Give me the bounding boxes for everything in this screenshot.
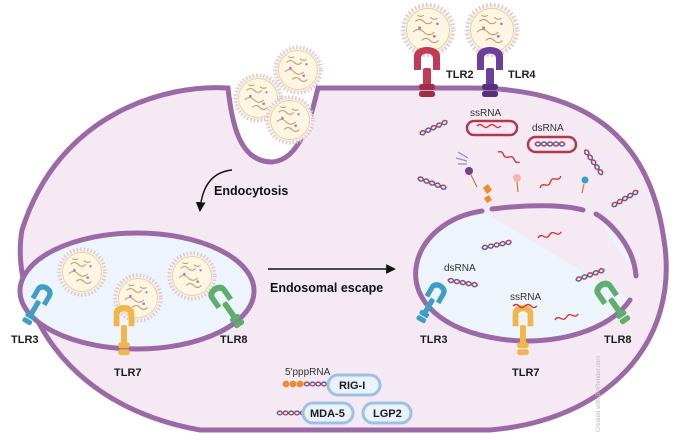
lipid-nanoparticle-icon	[167, 251, 217, 301]
arrow-icon	[195, 169, 233, 212]
tlr2-receptor	[414, 47, 440, 97]
tlr3-left-label: TLR3	[11, 334, 39, 346]
lipid-nanoparticle-icon	[273, 45, 323, 95]
tlr3-right-label: TLR3	[420, 334, 448, 346]
tlr8-right-label: TLR8	[604, 334, 632, 346]
ppprna-label: 5'pppRNA	[285, 367, 331, 378]
tlr7-right-label: TLR7	[512, 367, 540, 379]
rig-i-label: RIG-I	[339, 380, 365, 392]
tlr8-left-label: TLR8	[220, 334, 248, 346]
tlr7-left-label: TLR7	[114, 367, 142, 379]
tlr4-receptor	[477, 47, 503, 97]
tlr2-label: TLR2	[446, 69, 474, 81]
lipid-nanoparticle-icon	[113, 273, 163, 323]
right-endosome	[413, 203, 639, 344]
svg-text:Created with BioRender.com: Created with BioRender.com	[596, 356, 602, 432]
endocytosis-label: Endocytosis	[214, 184, 288, 198]
ssrna-endosome-label: ssRNA	[510, 292, 541, 303]
endosomal-escape-label: Endosomal escape	[270, 281, 383, 295]
watermark: Created with BioRender.com	[596, 356, 602, 432]
dsrna-endosome-label: dsRNA	[444, 263, 476, 274]
rig-i-receptor	[326, 373, 382, 397]
ssrna-vesicle	[465, 119, 519, 137]
mda-5-receptor	[301, 401, 355, 425]
ssrna-top-label: ssRNA	[470, 108, 501, 119]
ribbon-icon	[483, 184, 492, 203]
mda-5-label: MDA-5	[310, 408, 345, 420]
triphosphate-group	[282, 380, 304, 388]
tlr4-label: TLR4	[508, 69, 536, 81]
lipid-molecule-icon	[455, 151, 589, 194]
dsrna-top-label: dsRNA	[532, 123, 564, 134]
lipid-nanoparticle-icon	[265, 95, 315, 145]
lipid-nanoparticle-icon	[57, 247, 107, 297]
lgp2-receptor	[361, 401, 413, 425]
lgp2-label: LGP2	[373, 408, 402, 420]
